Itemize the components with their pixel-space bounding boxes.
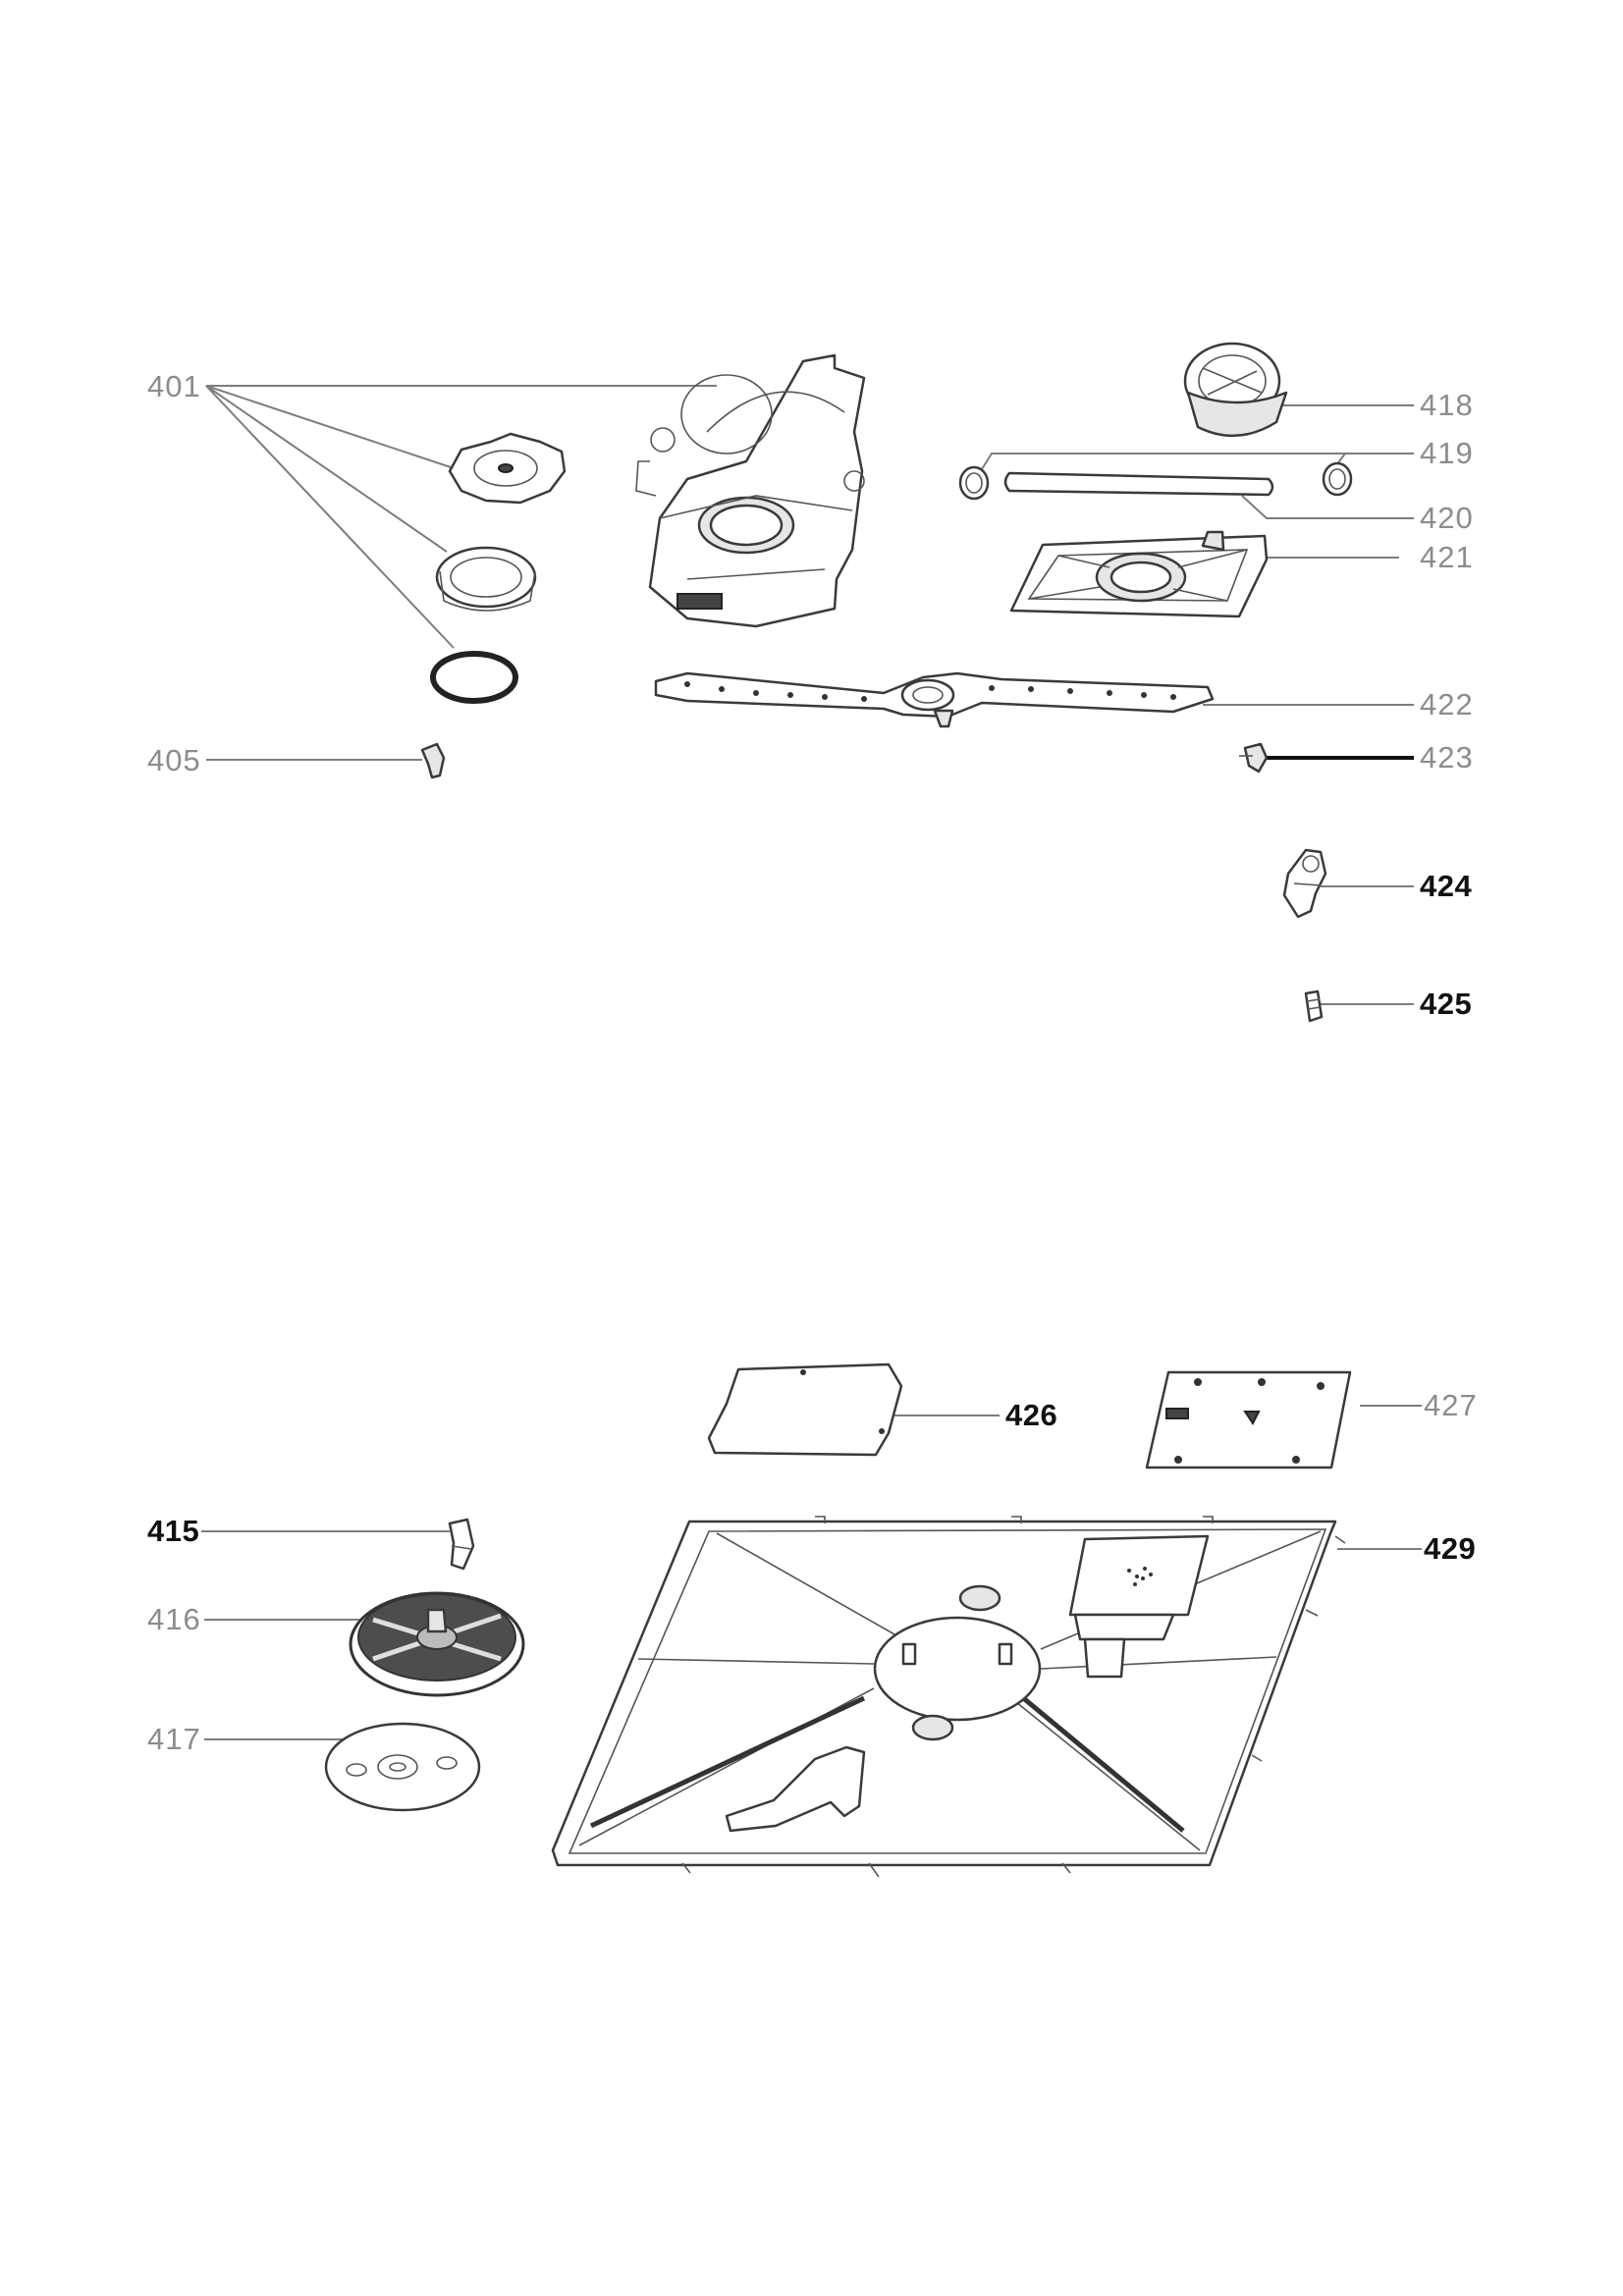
pump-motor-418 xyxy=(1183,342,1288,438)
hose-clamp-419-left xyxy=(958,465,990,501)
callout-423: 423 xyxy=(1420,740,1474,774)
callout-429: 429 xyxy=(1424,1531,1477,1566)
callout-416: 416 xyxy=(147,1602,201,1636)
filter-tray-421 xyxy=(1009,530,1269,618)
callout-422: 422 xyxy=(1420,687,1474,721)
base-tray-429 xyxy=(551,1516,1346,1878)
leader-lines xyxy=(201,385,1422,1740)
callout-425: 425 xyxy=(1420,987,1473,1021)
spray-arm-422 xyxy=(654,671,1215,728)
bolt-part-425 xyxy=(1304,989,1324,1023)
hose-clamp-419-right xyxy=(1322,461,1353,497)
hose-420 xyxy=(1003,471,1274,497)
plate-426 xyxy=(707,1362,903,1457)
callout-427: 427 xyxy=(1424,1388,1478,1422)
callout-424: 424 xyxy=(1420,869,1473,903)
sump-seal-ring xyxy=(430,651,518,704)
disc-plate-417 xyxy=(324,1722,481,1812)
callout-415: 415 xyxy=(147,1514,200,1548)
callout-421: 421 xyxy=(1420,540,1474,574)
filter-disc-416 xyxy=(349,1591,525,1697)
sensor-part-424 xyxy=(1282,848,1327,919)
plate-427 xyxy=(1145,1370,1352,1469)
callout-401: 401 xyxy=(147,369,201,403)
callout-417: 417 xyxy=(147,1722,201,1756)
sump-housing xyxy=(635,353,866,628)
latch-part-415 xyxy=(448,1518,475,1571)
callout-405: 405 xyxy=(147,743,201,777)
callout-418: 418 xyxy=(1420,388,1474,422)
sump-impeller-cap xyxy=(448,432,567,505)
callout-419: 419 xyxy=(1420,436,1474,470)
callout-426: 426 xyxy=(1005,1398,1058,1432)
callout-420: 420 xyxy=(1420,501,1474,535)
clip-part-405 xyxy=(420,742,446,779)
sump-filter-ring xyxy=(435,546,537,612)
clip-part-423 xyxy=(1239,742,1269,774)
